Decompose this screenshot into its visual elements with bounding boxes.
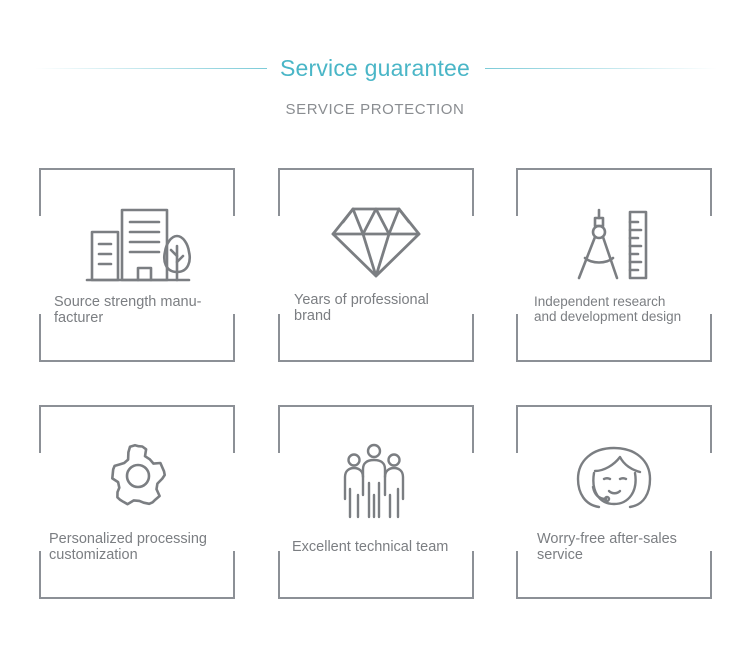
title-divider-right [485, 68, 717, 69]
card-label: Worry-free after-sales service [535, 531, 679, 563]
diamond-icon [316, 200, 436, 284]
card-label: Years of professional brand [292, 292, 431, 324]
title-divider-left [35, 68, 267, 69]
buildings-icon [77, 200, 197, 284]
service-card-source-strength: Source strength manu- facturer [39, 168, 235, 362]
card-label: Personalized processing customization [47, 531, 209, 563]
card-label: Excellent technical team [290, 539, 451, 555]
section-header: Service guarantee SERVICE PROTECTION [0, 0, 750, 140]
team-icon [316, 437, 436, 521]
service-card-technical-team: Excellent technical team [278, 405, 474, 599]
section-subtitle: SERVICE PROTECTION [285, 101, 465, 118]
gear-icon [77, 437, 197, 521]
card-label: Independent research and development des… [532, 294, 684, 324]
section-title: Service guarantee [279, 55, 471, 81]
customer-service-icon [554, 437, 674, 521]
service-card-customization: Personalized processing customization [39, 405, 235, 599]
compass-ruler-icon [554, 200, 674, 284]
service-card-after-sales: Worry-free after-sales service [516, 405, 712, 599]
service-card-professional-brand: Years of professional brand [278, 168, 474, 362]
card-label: Source strength manu- facturer [52, 294, 204, 326]
service-card-rd-design: Independent research and development des… [516, 168, 712, 362]
